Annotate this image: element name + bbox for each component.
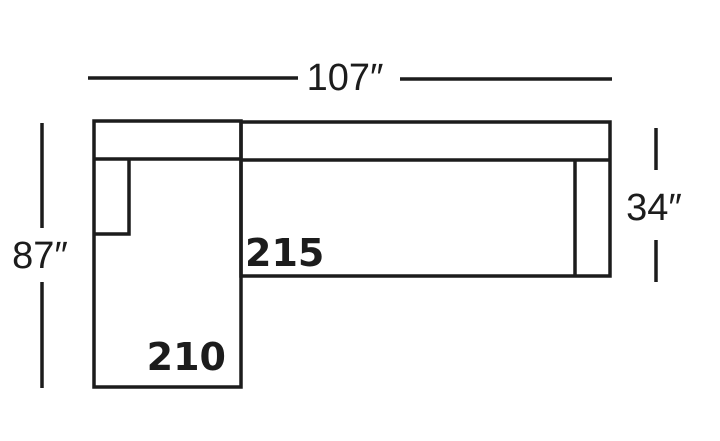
piece-210: 210 xyxy=(92,119,243,389)
piece-210-label: 210 xyxy=(147,335,226,379)
piece-215-label: 215 xyxy=(245,231,324,275)
piece-215: 215 xyxy=(239,120,612,278)
width-dimension-label: 107″ xyxy=(307,57,384,99)
piece-215-outline xyxy=(239,120,612,278)
left-depth-label: 87″ xyxy=(12,235,68,277)
piece-210-arm xyxy=(94,159,131,236)
right-depth-label: 34″ xyxy=(626,187,682,229)
